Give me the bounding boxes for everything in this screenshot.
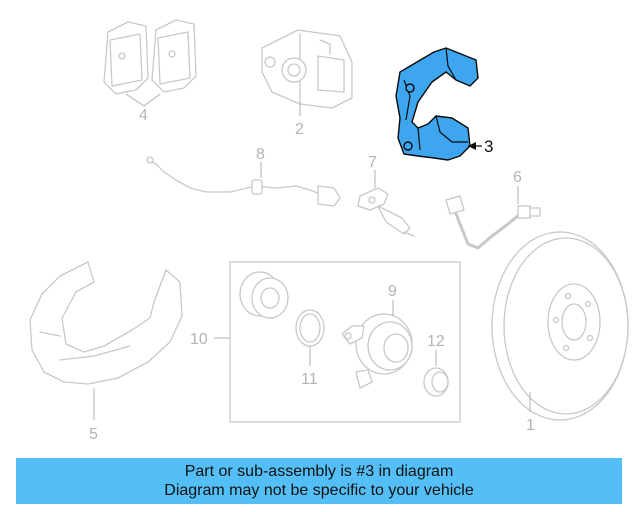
banner-line-1: Part or sub-assembly is #3 in diagram xyxy=(184,463,454,480)
callout-2: 2 xyxy=(295,121,304,138)
hub-subassembly-part-10[interactable]: 10 xyxy=(190,261,461,423)
banner-line-2: Diagram may not be specific to your vehi… xyxy=(164,482,474,499)
brake-hose-part-6[interactable]: 6 xyxy=(445,169,541,250)
callout-11: 11 xyxy=(301,371,318,388)
callout-4: 4 xyxy=(139,107,148,124)
wheel-bearing xyxy=(239,271,289,319)
wear-sensor-part-8[interactable]: 8 xyxy=(146,146,341,207)
info-banner: Part or sub-assembly is #3 in diagram Di… xyxy=(16,458,622,504)
speed-sensor-part-7[interactable]: 7 xyxy=(357,154,415,237)
wheel-hub-part-9[interactable]: 9 xyxy=(341,283,413,389)
parts-diagram: 4 2 3 8 xyxy=(29,19,629,443)
caliper-bracket-part-3[interactable]: 3 xyxy=(395,47,493,161)
callout-12: 12 xyxy=(427,333,445,350)
callout-1: 1 xyxy=(526,417,535,434)
caliper-part-2[interactable]: 2 xyxy=(261,29,353,138)
axle-nut-part-12[interactable]: 12 xyxy=(423,333,449,397)
callout-3: 3 xyxy=(484,137,493,156)
brake-pads-part-4[interactable]: 4 xyxy=(103,19,197,124)
brake-rotor-part-1[interactable]: 1 xyxy=(491,231,629,434)
splash-shield-part-5[interactable]: 5 xyxy=(29,261,183,443)
callout-8: 8 xyxy=(256,146,265,163)
callout-6: 6 xyxy=(513,169,522,186)
callout-9: 9 xyxy=(388,283,397,300)
snap-ring-part-11[interactable]: 11 xyxy=(295,309,325,388)
callout-7: 7 xyxy=(368,154,377,171)
callout-5: 5 xyxy=(89,426,98,443)
callout-10: 10 xyxy=(190,331,208,348)
